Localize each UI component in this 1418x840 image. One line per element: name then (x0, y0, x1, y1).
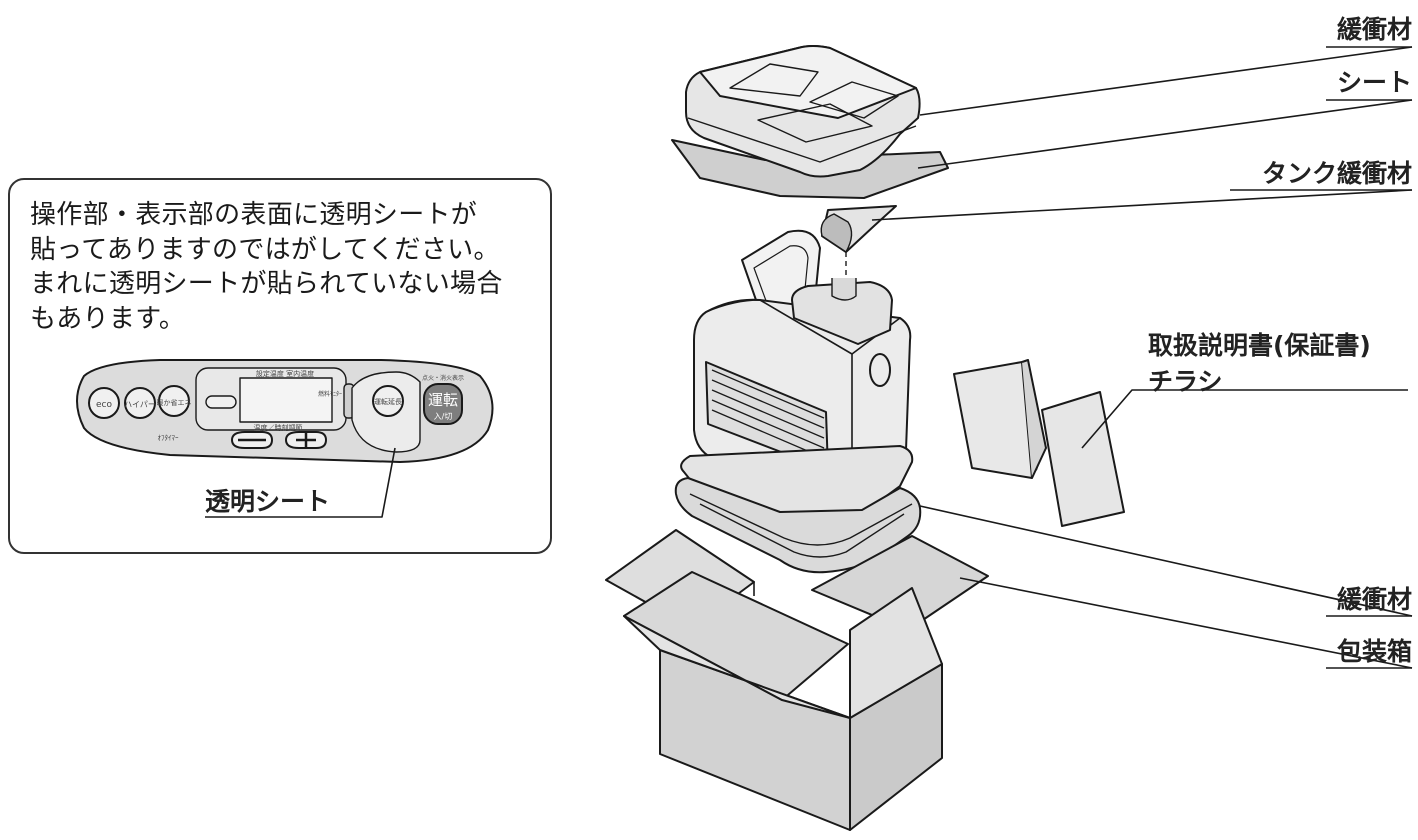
label-flyer: チラシ (1148, 367, 1223, 396)
panel-smart-text: 暖か省エネ (157, 398, 192, 407)
note-line-2: 貼ってありますのではがしてください。 (30, 234, 500, 265)
label-box: 包装箱 (1336, 637, 1412, 666)
note-line-1: 操作部・表示部の表面に透明シートが (30, 200, 478, 230)
panel-high-text: ハイパー (124, 400, 156, 409)
top-cushion (671, 45, 949, 199)
manual-booklet (953, 359, 1047, 479)
label-tank-cushion: タンク緩衝材 (1261, 159, 1412, 188)
flyer-sheet (1041, 391, 1125, 527)
panel-eco-text: eco (96, 400, 112, 410)
label-cushion-top: 緩衝材 (1336, 15, 1412, 44)
panel-display-head: 設定温度 室内温度 (256, 369, 314, 378)
label-cushion-bottom: 緩衝材 (1336, 585, 1412, 614)
note-text: 操作部・表示部の表面に透明シートが 貼ってありますのではがしてください。 まれに… (30, 198, 540, 336)
panel-temp-label: 温度／時刻調節 (254, 423, 303, 432)
label-sheet: シート (1336, 68, 1412, 97)
tank-cushion (820, 205, 897, 292)
panel-operation-text: 運転延長 (374, 397, 402, 406)
control-panel (76, 359, 494, 463)
note-line-3: まれに透明シートが貼られていない場合 (30, 269, 503, 299)
panel-power-main: 運転 (428, 391, 458, 409)
bottom-cushion (674, 477, 922, 574)
panel-power-sub: 入/切 (434, 412, 453, 421)
leader-transparent-sheet (205, 447, 396, 518)
panel-monitor-text: 燃料ﾓﾆﾀｰ (318, 390, 342, 398)
label-manual: 取扱説明書(保証書) (1148, 331, 1371, 360)
note-line-4: もあります。 (30, 303, 186, 334)
packaging-box (605, 529, 989, 831)
panel-timer-text: ｵﾌﾀｲﾏｰ (158, 434, 179, 442)
heater (680, 229, 914, 515)
panel-power-head: 点火・消火表示 (422, 374, 464, 382)
label-transparent-sheet: 透明シート (205, 487, 331, 516)
